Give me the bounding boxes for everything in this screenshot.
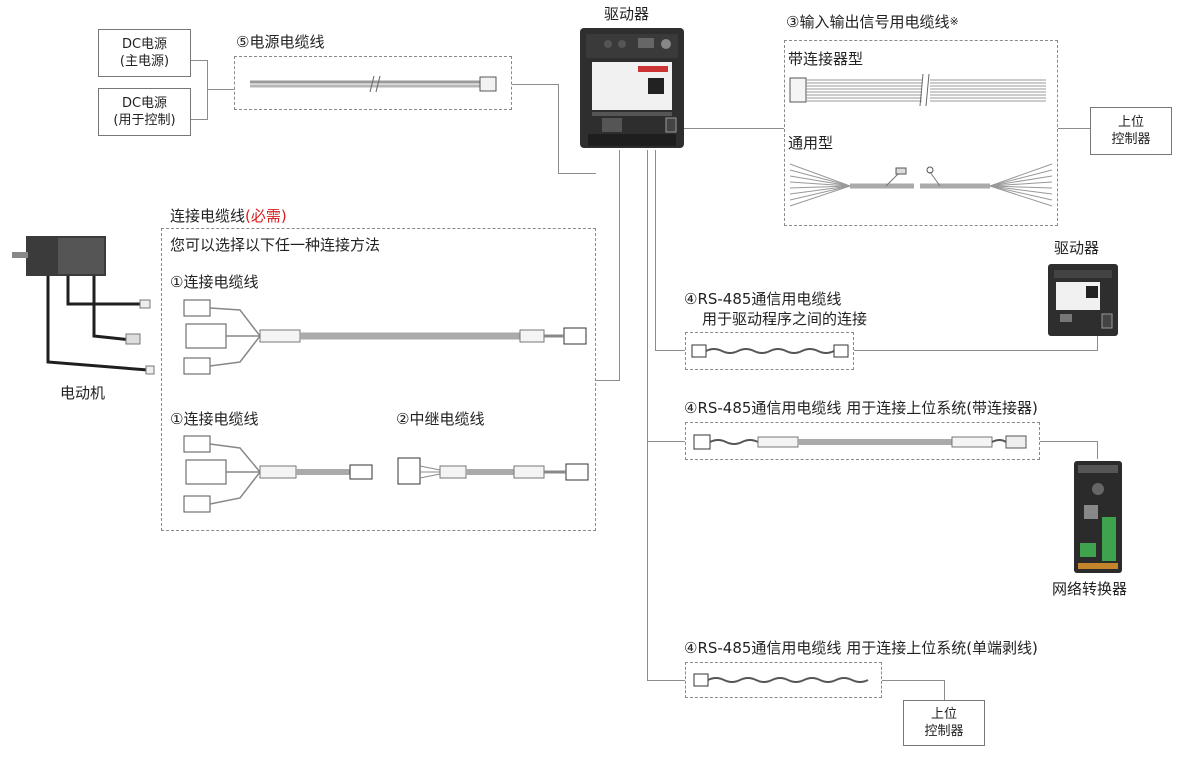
upper-controller-b-box: 上位 控制器	[903, 700, 985, 746]
motor-label: 电动机	[60, 384, 106, 402]
wire-dc-bracket-vertical	[207, 60, 208, 120]
conn-cable-title-row: 连接电缆线(必需)	[170, 207, 287, 225]
dc-power-ctrl-box: DC电源 (用于控制)	[98, 88, 191, 136]
io-cable-frame	[784, 40, 1058, 226]
wire-rs485-c-h	[647, 680, 685, 681]
io-cable-label: ③输入输出信号用电缆线※	[786, 13, 959, 31]
wire-driver-to-io	[684, 128, 784, 129]
driver-top-device	[580, 28, 684, 148]
wire-power-out-v	[558, 84, 559, 174]
relay-cable-label: ②中继电缆线	[396, 410, 485, 428]
conn-cable-required: (必需)	[245, 207, 287, 225]
upper-controller-box: 上位 控制器	[1090, 107, 1172, 155]
rs485-drivers-cable	[691, 344, 849, 358]
wire-motor-cable-v	[619, 150, 620, 381]
wire-rs485-b-down	[1097, 441, 1098, 459]
wire-rs485-a-out	[854, 350, 1098, 351]
rs485-connector-cable	[693, 434, 1027, 450]
rs485-stripped-cable	[693, 673, 869, 687]
wire-rs485-a-h	[655, 350, 685, 351]
driver-right-device	[1048, 264, 1118, 336]
conn-cable-frame	[161, 228, 596, 531]
generic-label: 通用型	[788, 134, 834, 152]
network-converter-label: 网络转换器	[1052, 580, 1128, 598]
wire-rs485-a-up	[1097, 335, 1098, 351]
io-cable-connector-type	[789, 73, 1046, 107]
wire-rs485-b-out	[1040, 441, 1098, 442]
rs485-stripped-frame	[685, 662, 882, 698]
conn-cable-desc: 您可以选择以下任一种连接方法	[170, 236, 381, 254]
conn-cable-a-illustration	[183, 299, 587, 375]
wire-rs485-c-down	[944, 680, 945, 700]
conn-cable-b-illustration	[183, 435, 373, 513]
wire-dc-ctrl	[191, 119, 208, 120]
wire-rs485-c-out	[882, 680, 945, 681]
driver-top-label: 驱动器	[604, 5, 650, 23]
dc-power-ctrl-label: DC电源	[121, 96, 168, 111]
wire-rs485-b-h	[647, 441, 685, 442]
driver-right-label: 驱动器	[1054, 239, 1100, 257]
rs485-drivers-label: ④RS-485通信用电缆线	[684, 290, 842, 308]
wire-power-out-h	[512, 84, 558, 85]
network-converter-device	[1074, 461, 1122, 573]
power-cable-illustration	[250, 75, 497, 93]
wire-dc-to-power	[207, 89, 234, 90]
rs485-connector-frame	[685, 422, 1040, 460]
conn-cable-title: 连接电缆线	[170, 207, 246, 225]
wire-rs485-a-v	[655, 150, 656, 351]
rs485-stripped-label: ④RS-485通信用电缆线 用于连接上位系统(单端剥线)	[684, 639, 1038, 657]
rs485-drivers-frame	[685, 332, 854, 370]
upper-controller-b-label: 上位	[930, 707, 957, 722]
conn-cable-b-label: ①连接电缆线	[170, 410, 259, 428]
io-cable-text: ③输入输出信号用电缆线	[786, 13, 950, 31]
power-cable-label: ⑤电源电缆线	[236, 33, 325, 51]
dc-power-main-label: DC电源	[121, 37, 168, 52]
io-cable-generic-type	[789, 163, 1053, 207]
io-cable-note-mark: ※	[949, 15, 959, 28]
motor-illustration	[12, 236, 155, 375]
rs485-drivers-sublabel: 用于驱动程序之间的连接	[702, 310, 868, 328]
with-connector-label: 带连接器型	[788, 50, 864, 68]
upper-controller-label: 上位	[1117, 115, 1144, 130]
power-cable-frame	[234, 56, 512, 110]
rs485-connector-label: ④RS-485通信用电缆线 用于连接上位系统(带连接器)	[684, 399, 1038, 417]
upper-controller-sub: 控制器	[1111, 132, 1151, 147]
upper-controller-b-sub: 控制器	[924, 724, 964, 739]
wire-power-to-driver	[558, 173, 596, 174]
conn-cable-a-label: ①连接电缆线	[170, 273, 259, 291]
relay-cable-illustration	[397, 457, 589, 485]
dc-power-main-box: DC电源 (主电源)	[98, 29, 191, 77]
wire-io-to-ctrl	[1058, 128, 1090, 129]
dc-power-ctrl-sub: (用于控制)	[113, 113, 176, 128]
wire-dc-main	[191, 60, 208, 61]
dc-power-main-sub: (主电源)	[119, 54, 170, 69]
wire-motor-cable-h	[596, 380, 620, 381]
wire-rs485-main-v	[647, 150, 648, 681]
